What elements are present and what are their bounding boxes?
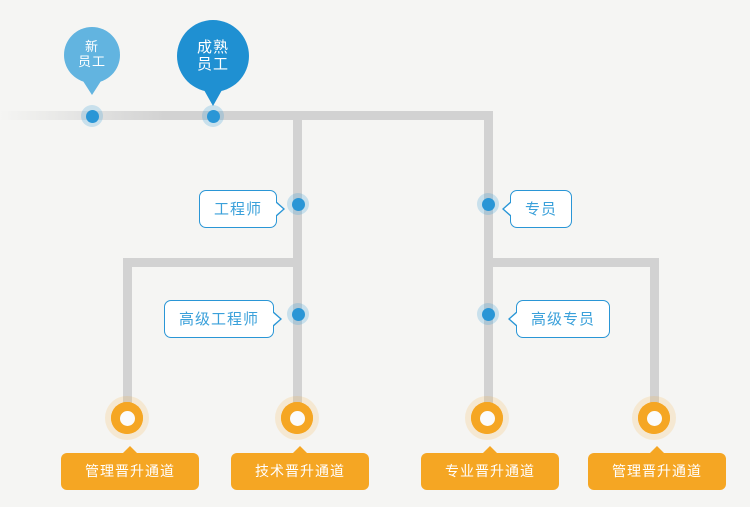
role-chip-senior-engineer[interactable]: 高级工程师 <box>164 300 283 338</box>
ring-hole-icon <box>119 410 135 426</box>
channel-node-management-right[interactable] <box>632 396 676 440</box>
connector-branch-right-horizontal <box>484 258 659 267</box>
stage-label-new-employee-line1: 新 <box>84 39 99 55</box>
pill-tip-icon <box>122 446 138 454</box>
node-dot-senior-engineer[interactable] <box>287 303 309 325</box>
channel-label-management-right: 管理晋升通道 <box>612 463 702 479</box>
role-label-senior-engineer: 高级工程师 <box>179 311 260 328</box>
role-label-specialist: 专员 <box>525 201 558 218</box>
channel-button-technical[interactable]: 技术晋升通道 <box>231 446 369 490</box>
node-dot-new-employee[interactable] <box>81 105 103 127</box>
stage-bubble-mature-employee[interactable]: 成熟 员工 <box>177 20 249 106</box>
channel-label-technical: 技术晋升通道 <box>255 463 345 479</box>
connector-top-horizontal-right <box>293 111 493 120</box>
role-label-engineer: 工程师 <box>214 201 263 218</box>
pill-tip-icon <box>482 446 498 454</box>
channel-button-professional[interactable]: 专业晋升通道 <box>421 446 559 490</box>
node-dot-senior-specialist[interactable] <box>477 303 499 325</box>
channel-button-management-left[interactable]: 管理晋升通道 <box>61 446 199 490</box>
channel-node-professional[interactable] <box>465 396 509 440</box>
connector-branch-right-vertical <box>650 258 659 421</box>
pill-tip-icon <box>292 446 308 454</box>
chip-tail-fill-icon <box>272 312 281 326</box>
stage-label-mature-employee-line2: 员工 <box>196 56 229 73</box>
chip-tail-fill-icon <box>504 202 512 216</box>
ring-hole-icon <box>479 410 495 426</box>
ring-hole-icon <box>646 410 662 426</box>
bubble-tip-icon <box>83 81 101 95</box>
bubble-tip-icon <box>204 90 222 106</box>
chip-tail-fill-icon <box>275 202 284 216</box>
connector-top-horizontal-left <box>0 111 300 120</box>
stage-bubble-new-employee[interactable]: 新 员工 <box>64 27 120 95</box>
role-chip-senior-specialist[interactable]: 高级专员 <box>508 300 611 338</box>
stage-label-mature-employee-line1: 成熟 <box>196 38 229 56</box>
connector-branch-left-vertical <box>123 258 132 421</box>
role-chip-specialist[interactable]: 专员 <box>502 190 573 228</box>
node-dot-engineer[interactable] <box>287 193 309 215</box>
channel-node-management-left[interactable] <box>105 396 149 440</box>
chip-tail-fill-icon <box>510 312 518 326</box>
channel-button-management-right[interactable]: 管理晋升通道 <box>588 446 726 490</box>
ring-hole-icon <box>289 410 305 426</box>
role-chip-engineer[interactable]: 工程师 <box>199 190 286 228</box>
role-label-senior-specialist: 高级专员 <box>531 311 596 328</box>
node-dot-specialist[interactable] <box>477 193 499 215</box>
pill-tip-icon <box>649 446 665 454</box>
node-dot-mature-employee[interactable] <box>202 105 224 127</box>
channel-label-professional: 专业晋升通道 <box>445 463 535 479</box>
channel-label-management-left: 管理晋升通道 <box>85 463 175 479</box>
connector-branch-left-horizontal <box>123 258 298 267</box>
stage-label-new-employee-line2: 员工 <box>77 54 106 69</box>
channel-node-technical[interactable] <box>275 396 319 440</box>
